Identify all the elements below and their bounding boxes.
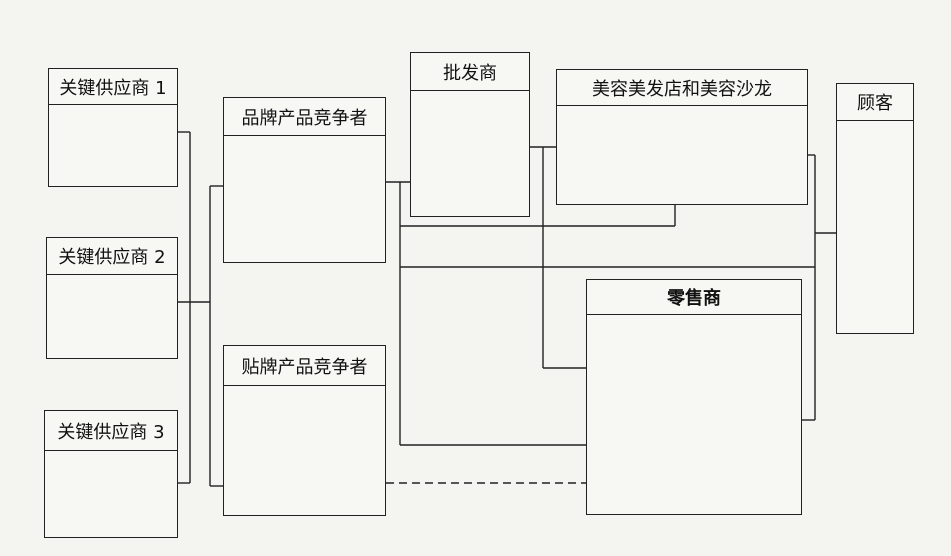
supplier-2-label: 关键供应商 2: [47, 238, 177, 275]
label-competitor-label: 贴牌产品竞争者: [224, 346, 385, 386]
supplier-2-box: 关键供应商 2: [46, 237, 178, 359]
supplier-1-box: 关键供应商 1: [48, 68, 178, 187]
customer-box: 顾客: [836, 83, 914, 334]
wholesaler-box: 批发商: [410, 52, 530, 217]
brand-competitor-box: 品牌产品竞争者: [223, 97, 386, 263]
salon-label: 美容美发店和美容沙龙: [557, 70, 807, 106]
brand-competitor-label: 品牌产品竞争者: [224, 98, 385, 136]
supplier-1-label: 关键供应商 1: [49, 69, 177, 105]
wholesaler-label: 批发商: [411, 53, 529, 91]
retailer-box: 零售商: [586, 279, 802, 515]
retailer-label: 零售商: [587, 280, 801, 315]
salon-box: 美容美发店和美容沙龙: [556, 69, 808, 205]
supplier-3-box: 关键供应商 3: [44, 410, 178, 538]
supplier-3-label: 关键供应商 3: [45, 411, 177, 451]
label-competitor-box: 贴牌产品竞争者: [223, 345, 386, 516]
customer-label: 顾客: [837, 84, 913, 121]
